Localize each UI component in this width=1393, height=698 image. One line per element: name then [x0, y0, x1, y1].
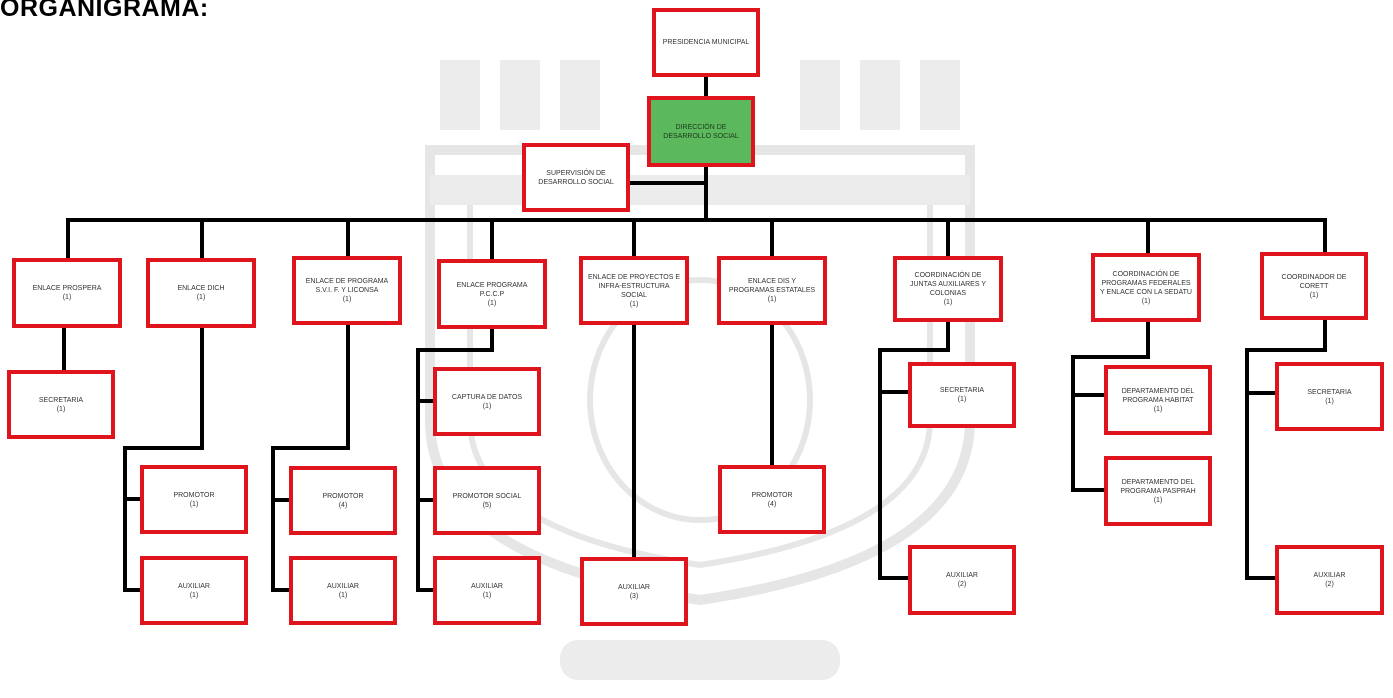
- node-label: AUXILIAR: [946, 572, 978, 579]
- node-count: (3): [629, 592, 639, 600]
- node-presidencia: PRESIDENCIA MUNICIPAL: [652, 8, 760, 77]
- node-promotor-svl: PROMOTOR (4): [289, 466, 397, 535]
- node-count: (1): [1153, 405, 1163, 413]
- node-label: ENLACE PROGRAMA P.C.C.P: [456, 281, 528, 298]
- node-auxiliar-pccp: AUXILIAR (1): [433, 556, 541, 625]
- node-enlace-svl: ENLACE DE PROGRAMA S.V.I. F. Y LICONSA (…: [292, 256, 402, 325]
- node-count: (2): [957, 581, 967, 588]
- node-enlace-dich: ENLACE DICH (1): [146, 258, 256, 328]
- node-label: AUXILIAR: [618, 583, 650, 591]
- node-enlace-pccp: ENLACE PROGRAMA P.C.C.P (1): [437, 259, 547, 329]
- node-auxiliar-corett: AUXILIAR (2): [1275, 545, 1384, 615]
- node-label: ENLACE DE PROYECTOS E INFRA-ESTRUCTURA S…: [587, 273, 681, 299]
- node-depto-habitat: DEPARTAMENTO DEL PROGRAMA HABITAT (1): [1104, 365, 1212, 435]
- node-count: (1): [62, 294, 72, 301]
- node-count: (1): [338, 591, 348, 599]
- node-label: PRESIDENCIA MUNICIPAL: [662, 39, 750, 46]
- node-label: PROMOTOR SOCIAL: [452, 492, 522, 500]
- node-supervision: SUPERVISIÓN DE DESARROLLO SOCIAL: [522, 143, 630, 212]
- node-count: (1): [1309, 291, 1319, 299]
- node-label: DIRECCIÓN DE DESARROLLO SOCIAL: [663, 123, 739, 140]
- node-auxiliar-juntas: AUXILIAR (2): [908, 545, 1016, 615]
- node-label: PROMOTOR: [751, 491, 793, 499]
- node-secretaria-corett: SECRETARIA (1): [1275, 362, 1384, 431]
- node-count: (1): [189, 591, 199, 599]
- node-count: (2): [1325, 581, 1334, 588]
- node-auxiliar-proyectos: AUXILIAR (3): [580, 557, 688, 626]
- node-count: (1): [482, 591, 492, 599]
- node-label: AUXILIAR: [327, 582, 359, 590]
- node-secretaria-prospera: SECRETARIA (1): [7, 370, 115, 439]
- node-count: (1): [482, 402, 492, 410]
- node-count: (4): [338, 501, 348, 509]
- node-coord-federales: COORDINACIÓN DE PROGRAMAS FEDERALES Y EN…: [1091, 253, 1201, 322]
- node-label: ENLACE DE PROGRAMA S.V.I. F. Y LICONSA: [305, 278, 389, 294]
- node-enlace-prospera: ENLACE PROSPERA (1): [12, 258, 122, 328]
- node-label: AUXILIAR: [1313, 572, 1346, 579]
- node-label: ENLACE DICH: [177, 285, 225, 292]
- node-promotor-dich: PROMOTOR (1): [140, 465, 248, 534]
- node-count: (1): [943, 299, 953, 306]
- node-count: (1): [629, 300, 639, 308]
- node-enlace-estatales: ENLACE DIS Y PROGRAMAS ESTATALES (1): [717, 256, 827, 325]
- node-label: COORDINACIÓN DE PROGRAMAS FEDERALES Y EN…: [1100, 270, 1192, 296]
- node-label: SECRETARIA: [38, 396, 84, 404]
- node-count: (1): [56, 405, 66, 413]
- node-count: (1): [767, 296, 777, 303]
- node-auxiliar-svl: AUXILIAR (1): [289, 556, 397, 625]
- node-count: (1): [342, 296, 352, 303]
- node-label: ENLACE PROSPERA: [32, 285, 102, 292]
- node-depto-pasprah: DEPARTAMENTO DEL PROGRAMA PASPRAH (1): [1104, 456, 1212, 526]
- node-secretaria-juntas: SECRETARIA (1): [908, 362, 1016, 428]
- node-label: CAPTURA DE DATOS: [451, 393, 523, 401]
- node-direccion: DIRECCIÓN DE DESARROLLO SOCIAL: [647, 96, 755, 167]
- node-captura-datos: CAPTURA DE DATOS (1): [433, 367, 541, 436]
- node-count: (4): [767, 500, 777, 508]
- node-label: SUPERVISIÓN DE DESARROLLO SOCIAL: [538, 169, 614, 186]
- node-coord-juntas: COORDINACIÓN DE JUNTAS AUXILIARES Y COLO…: [893, 256, 1003, 322]
- node-promotor-social: PROMOTOR SOCIAL (5): [433, 466, 541, 535]
- node-label: COORDINACIÓN DE JUNTAS AUXILIARES Y COLO…: [910, 272, 986, 297]
- node-count: (1): [957, 396, 967, 403]
- node-count: (1): [1325, 397, 1334, 405]
- node-label: ENLACE DIS Y PROGRAMAS ESTATALES: [728, 278, 816, 294]
- node-coord-corett: COORDINADOR DE CORETT (1): [1260, 252, 1368, 320]
- node-label: SECRETARIA: [939, 387, 985, 394]
- node-label: DEPARTAMENTO DEL PROGRAMA PASPRAH: [1120, 478, 1196, 495]
- node-count: (5): [482, 501, 492, 509]
- node-enlace-proyectos: ENLACE DE PROYECTOS E INFRA-ESTRUCTURA S…: [579, 256, 689, 325]
- node-label: PROMOTOR: [322, 492, 364, 500]
- node-count: (1): [1141, 297, 1151, 305]
- node-label: PROMOTOR: [173, 491, 215, 499]
- node-label: AUXILIAR: [471, 582, 503, 590]
- node-count: (1): [1153, 496, 1163, 504]
- node-promotor-estatales: PROMOTOR (4): [718, 465, 826, 534]
- node-count: (1): [196, 294, 206, 301]
- node-label: SECRETARIA: [1307, 388, 1352, 396]
- page-title: ORGANIGRAMA:: [0, 0, 209, 22]
- node-label: COORDINADOR DE CORETT: [1281, 273, 1347, 290]
- node-label: AUXILIAR: [178, 582, 210, 590]
- node-auxiliar-dich: AUXILIAR (1): [140, 556, 248, 625]
- node-count: (1): [487, 299, 497, 307]
- node-label: DEPARTAMENTO DEL PROGRAMA HABITAT: [1121, 387, 1195, 404]
- node-count: (1): [189, 500, 199, 508]
